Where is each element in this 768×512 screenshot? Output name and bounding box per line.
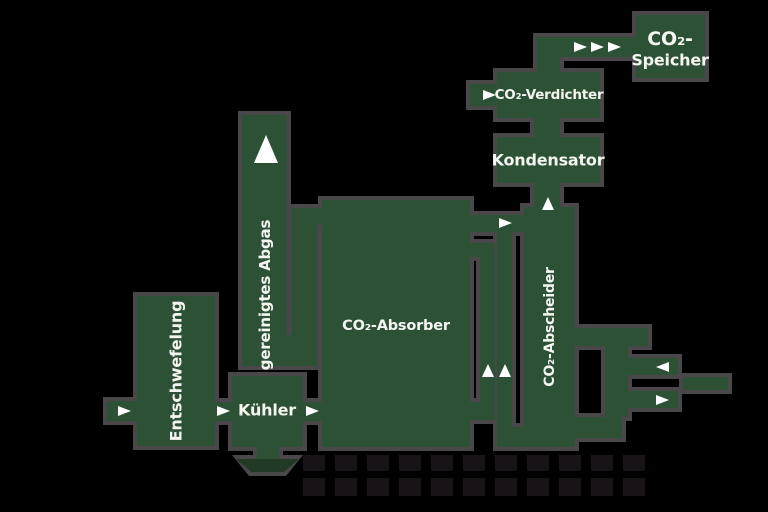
absorber-bottom-connector bbox=[462, 402, 495, 420]
heat-supply-bar bbox=[683, 377, 728, 390]
label-speicher-1: CO₂- bbox=[647, 28, 693, 50]
arrow-solvent-left-up-icon bbox=[481, 363, 494, 377]
heat-outlet-stub bbox=[622, 391, 678, 408]
label-absorber: CO₂-Absorber bbox=[342, 318, 450, 334]
label-abgas: gereinigtes Abgas bbox=[256, 219, 274, 371]
pipe-verdichter-up bbox=[537, 57, 560, 72]
pipe-verdichter-kondensator bbox=[534, 118, 560, 137]
label-entschwefelung: Entschwefelung bbox=[166, 300, 186, 442]
abgas-stub bbox=[292, 208, 322, 225]
arrow-abgas-up-icon bbox=[254, 135, 278, 163]
verdichter-box bbox=[497, 72, 600, 118]
arrow-heat-in-icon bbox=[655, 362, 669, 372]
arrow-solvent-right-up-icon bbox=[498, 363, 511, 377]
speicher-box bbox=[636, 15, 705, 78]
abscheider-box bbox=[524, 207, 575, 447]
pipe-to-speicher bbox=[537, 37, 636, 57]
kuehler-drain-base bbox=[236, 459, 299, 472]
label-kuehler: Kühler bbox=[238, 400, 296, 420]
arrow-to-absorber-icon bbox=[305, 406, 319, 416]
label-speicher-2: Speicher bbox=[631, 50, 709, 70]
arrow-to-kondensator-icon bbox=[541, 196, 554, 210]
reboiler-top-bar bbox=[575, 328, 648, 346]
reboiler-bottom-bar bbox=[575, 417, 622, 438]
solvent-pipe-right bbox=[497, 232, 512, 447]
kuehler-box bbox=[232, 376, 303, 447]
arrow-speicher-2-icon bbox=[590, 42, 604, 52]
arrow-flue-gas-inlet-icon bbox=[117, 406, 131, 416]
arrow-rich-gas-icon bbox=[498, 218, 512, 228]
label-abscheider: CO₂-Abscheider bbox=[542, 267, 558, 387]
arrow-to-kuehler-icon bbox=[216, 406, 230, 416]
solvent-pipe-left bbox=[480, 257, 495, 420]
kondensator-box bbox=[497, 137, 600, 183]
kuehler-drain-stem bbox=[257, 447, 279, 461]
label-verdichter: CO₂-Verdichter bbox=[494, 87, 604, 103]
solvent-return-stub bbox=[470, 243, 495, 257]
arrow-speicher-1-icon bbox=[573, 42, 587, 52]
arrow-heat-out-icon bbox=[655, 395, 669, 405]
watermark-row-1 bbox=[303, 455, 655, 471]
abgas-downpipe bbox=[292, 208, 317, 366]
rich-gas-top-bar bbox=[470, 215, 524, 232]
entschwefelung-box bbox=[137, 296, 215, 446]
absorber-box bbox=[322, 200, 470, 447]
label-kondensator: Kondensator bbox=[491, 150, 605, 170]
heat-inlet-stub bbox=[622, 358, 678, 375]
arrow-verdichter-inlet-icon bbox=[482, 90, 496, 100]
watermark-row-2 bbox=[303, 478, 651, 496]
arrow-speicher-3-icon bbox=[607, 42, 621, 52]
